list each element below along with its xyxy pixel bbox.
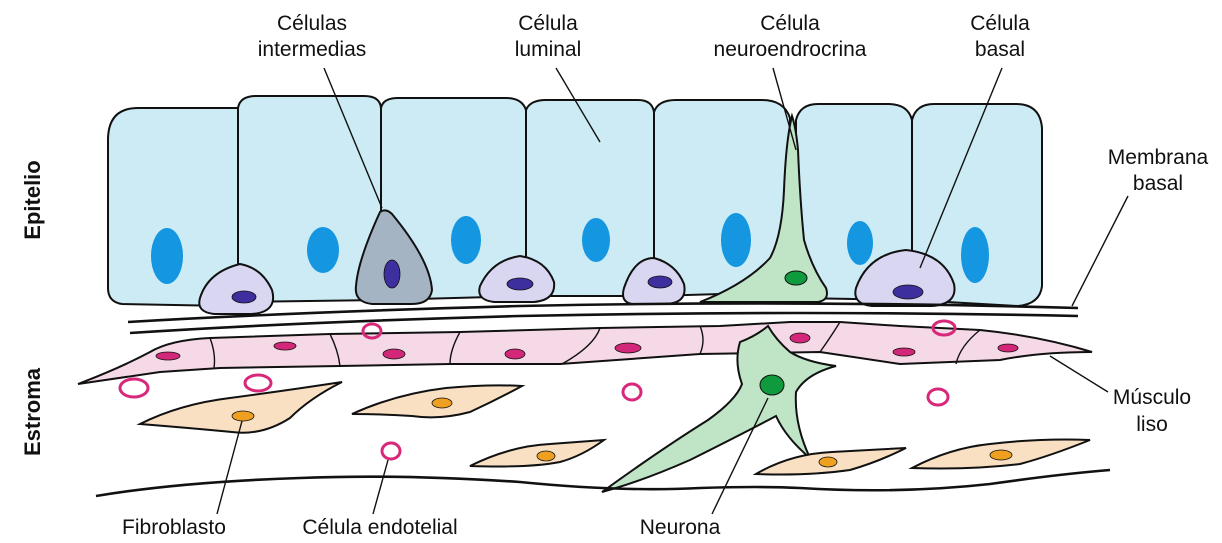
luminal-nucleus: [582, 218, 610, 262]
fibroblast-nucleus: [990, 450, 1012, 460]
muscle-nucleus: [274, 342, 296, 350]
luminal-nucleus: [451, 216, 481, 264]
label-muscle-line2: liso: [1136, 413, 1168, 436]
region-epithelium: Epitelio: [20, 160, 45, 239]
luminal-nucleus: [961, 227, 989, 283]
label-luminal-line2: luminal: [515, 38, 582, 61]
neuroendocrine-nucleus: [785, 271, 807, 285]
luminal-nucleus: [307, 227, 339, 273]
fibroblast-nucleus: [432, 398, 452, 408]
label-intermediate-line2: intermedias: [258, 38, 367, 61]
muscle-nucleus: [156, 352, 180, 360]
fibroblast-nucleus: [232, 411, 254, 421]
basal-nucleus: [232, 291, 256, 303]
muscle-nucleus: [383, 349, 405, 359]
label-basal-line1: Célula: [970, 12, 1030, 35]
muscle-nucleus: [998, 344, 1018, 352]
stroma-layer: [78, 321, 1110, 496]
fibroblast-cell: [470, 440, 604, 467]
endothelial-cell: [120, 379, 148, 397]
endothelial-cell: [623, 384, 641, 400]
neuron-nucleus: [760, 375, 784, 395]
luminal-nucleus: [721, 213, 751, 267]
label-endothelial: Célula endotelial: [302, 516, 457, 539]
endothelial-cell: [382, 443, 400, 459]
label-neuroendocrine-line1: Célula: [760, 12, 820, 35]
muscle-nucleus: [790, 333, 810, 343]
basal-nucleus: [648, 276, 672, 288]
endothelial-cell: [245, 375, 271, 391]
label-luminal-line1: Célula: [518, 12, 578, 35]
label-membrane-line1: Membrana: [1108, 146, 1209, 169]
label-muscle-line1: Músculo: [1113, 386, 1191, 409]
fibroblast-nucleus: [819, 457, 837, 467]
pointer-muscle: [1050, 356, 1108, 392]
label-basal-line2: basal: [975, 38, 1025, 61]
muscle-nucleus: [505, 349, 525, 359]
luminal-nucleus: [847, 221, 873, 265]
pointer-membrane: [1072, 196, 1128, 306]
luminal-nucleus: [151, 228, 183, 284]
muscle-nucleus: [615, 343, 641, 353]
label-neuroendocrine-line2: neuroendrocrina: [714, 38, 867, 61]
basal-nucleus: [893, 285, 923, 299]
label-intermediate-line1: Células: [277, 12, 347, 35]
label-fibroblast: Fibroblasto: [122, 516, 226, 539]
pointer-endothelial: [373, 460, 388, 514]
intermediate-nucleus: [384, 260, 400, 288]
epithelium-layer: [108, 96, 1042, 314]
pointer-fibroblast: [217, 421, 242, 514]
label-neuron: Neurona: [640, 516, 721, 539]
region-stroma: Estroma: [20, 367, 45, 456]
endothelial-cell: [928, 389, 948, 405]
fibroblast-nucleus: [537, 451, 555, 461]
muscle-nucleus: [893, 348, 915, 356]
basal-nucleus: [507, 278, 533, 290]
label-membrane-line2: basal: [1133, 172, 1183, 195]
smooth-muscle-band: [78, 322, 1092, 384]
